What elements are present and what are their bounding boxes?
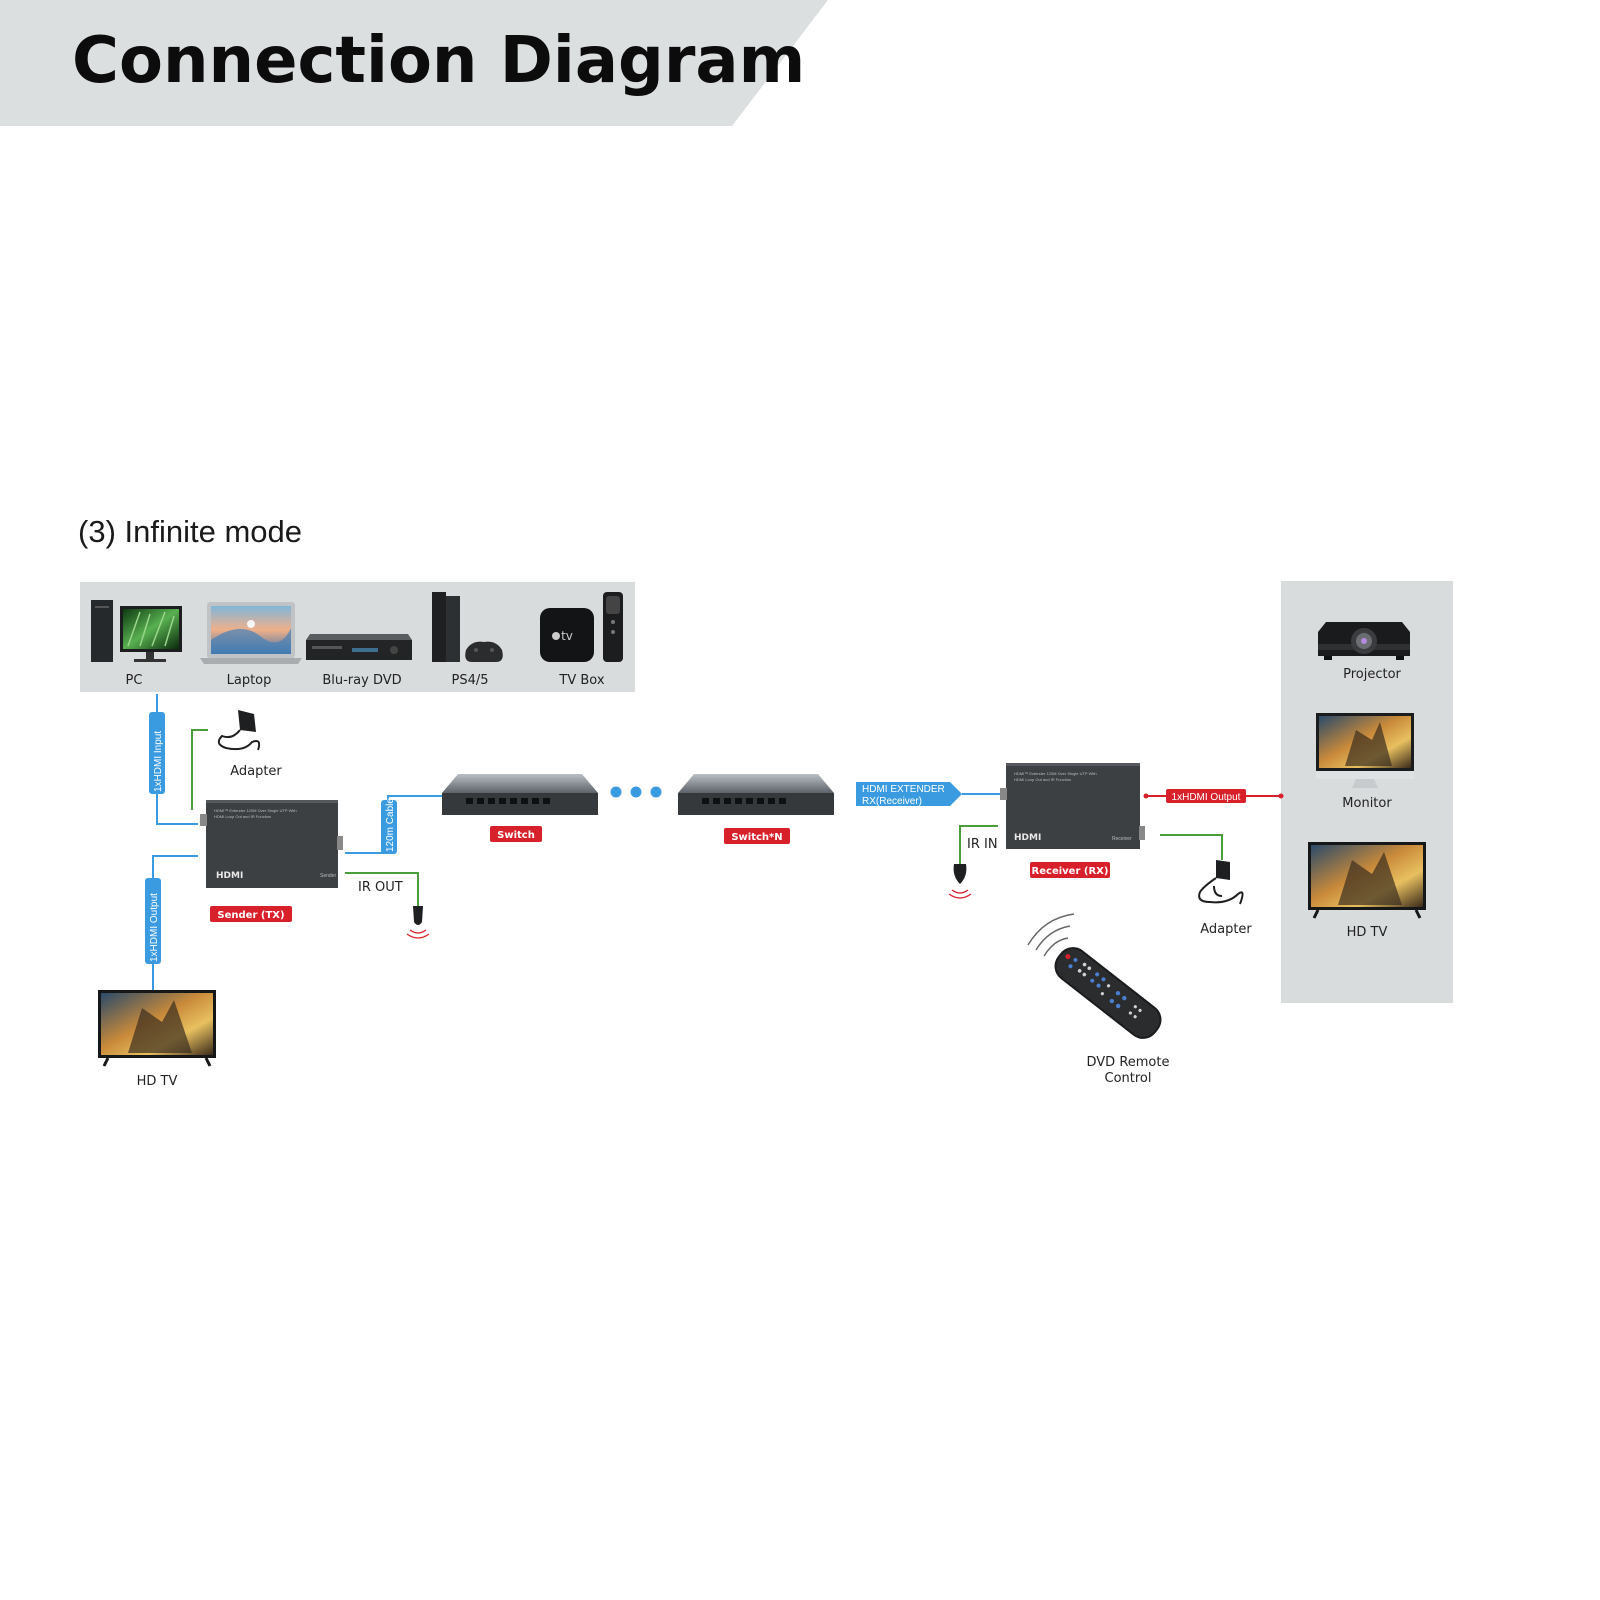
hdmi-output-left-cable: 1xHDMI Output: [145, 855, 198, 990]
ir-out: IR OUT: [345, 872, 430, 939]
source-label-laptop: Laptop: [227, 673, 272, 688]
chain-dots: [610, 786, 662, 798]
adapter-left: Adapter: [191, 710, 282, 810]
source-label-bluray: Blu-ray DVD: [322, 673, 401, 688]
receiver-print-1: HDMI™ Extender 120M Over Single UTP With: [1014, 771, 1097, 776]
ir-out-label: IR OUT: [358, 880, 403, 895]
switch-tag-label: Switch: [497, 830, 535, 841]
projector-icon: [1318, 622, 1410, 660]
extender-rx-line1: HDMI EXTENDER: [862, 784, 945, 795]
adapter-left-label: Adapter: [230, 764, 282, 779]
switch-n-tag: Switch*N: [724, 828, 790, 844]
source-label-pc: PC: [126, 673, 143, 688]
sender-tag-label: Sender (TX): [217, 910, 284, 921]
sender-print-2: HDMI Loop Out and IR Function: [214, 814, 271, 819]
source-label-tvbox: TV Box: [558, 673, 604, 688]
power-adapter-icon: [217, 710, 261, 751]
sender-print-1: HDMI™ Extender 120M Over Single UTP With: [214, 808, 297, 813]
receiver-tag-label: Receiver (RX): [1032, 866, 1109, 877]
extender-rx-line2: RX(Receiver): [862, 796, 922, 807]
sender-hdmi-logo: HDMI: [216, 871, 243, 881]
sender-tag: Sender (TX): [210, 906, 292, 922]
ir-in-label: IR IN: [967, 837, 998, 852]
cable-120m: 120m Cable: [345, 795, 446, 854]
receiver-device: HDMI™ Extender 120M Over Single UTP With…: [1000, 763, 1145, 849]
hd-tv-left-label: HD TV: [137, 1074, 178, 1089]
playstation-icon: [432, 592, 503, 662]
laptop-icon: [200, 602, 302, 664]
header: Connection Diagram: [0, 0, 828, 126]
receiver-small-text: Receiver: [1112, 836, 1132, 842]
bluray-player-icon: [306, 634, 412, 660]
hd-tv-left-icon: [98, 990, 216, 1067]
adapter-right: Adapter: [1160, 834, 1252, 937]
hdmi-input-cable: 1xHDMI Input: [149, 694, 198, 825]
sender-small-text: Sender: [320, 873, 336, 879]
page-title: Connection Diagram: [72, 24, 805, 98]
switch-device: [442, 774, 598, 815]
hdmi-output-left-label: 1xHDMI Output: [149, 893, 160, 962]
power-adapter-icon: [1198, 860, 1244, 905]
hdmi-output-right-cable: 1xHDMI Output: [1143, 789, 1284, 803]
extender-rx-arrow: HDMI EXTENDER RX(Receiver): [856, 782, 1002, 807]
output-label-hdtv: HD TV: [1347, 925, 1388, 940]
remote-label-line2: Control: [1105, 1071, 1152, 1086]
receiver-print-2: HDMI Loop Out and IR Function: [1014, 777, 1071, 782]
remote-control-icon: [1027, 913, 1162, 1039]
hd-tv-right-icon: [1308, 842, 1426, 919]
pc-icon: [91, 600, 182, 662]
hdmi-output-right-label: 1xHDMI Output: [1172, 792, 1241, 803]
switch-tag: Switch: [490, 826, 542, 842]
remote-label-line1: DVD Remote: [1087, 1055, 1170, 1070]
sender-device: HDMI™ Extender 120M Over Single UTP With…: [200, 800, 343, 888]
switch-n-device: [678, 774, 834, 815]
receiver-hdmi-logo: HDMI: [1014, 833, 1041, 843]
header-band: [0, 0, 828, 126]
tv-box-icon: tv: [540, 592, 623, 662]
ir-receiver-icon: [948, 864, 972, 899]
receiver-tag: Receiver (RX): [1030, 862, 1110, 878]
output-label-monitor: Monitor: [1342, 796, 1392, 811]
source-label-ps: PS4/5: [451, 673, 488, 688]
switch-n-tag-label: Switch*N: [731, 832, 782, 843]
hdmi-input-label: 1xHDMI Input: [153, 731, 164, 792]
adapter-right-label: Adapter: [1200, 922, 1252, 937]
output-label-projector: Projector: [1343, 667, 1401, 682]
ir-emitter-icon: [406, 906, 430, 939]
monitor-icon: [1316, 713, 1414, 788]
ir-in: IR IN: [948, 825, 998, 899]
mode-title: (3) Infinite mode: [78, 514, 302, 549]
svg-text:tv: tv: [561, 629, 573, 643]
cable-120m-label: 120m Cable: [385, 798, 396, 852]
